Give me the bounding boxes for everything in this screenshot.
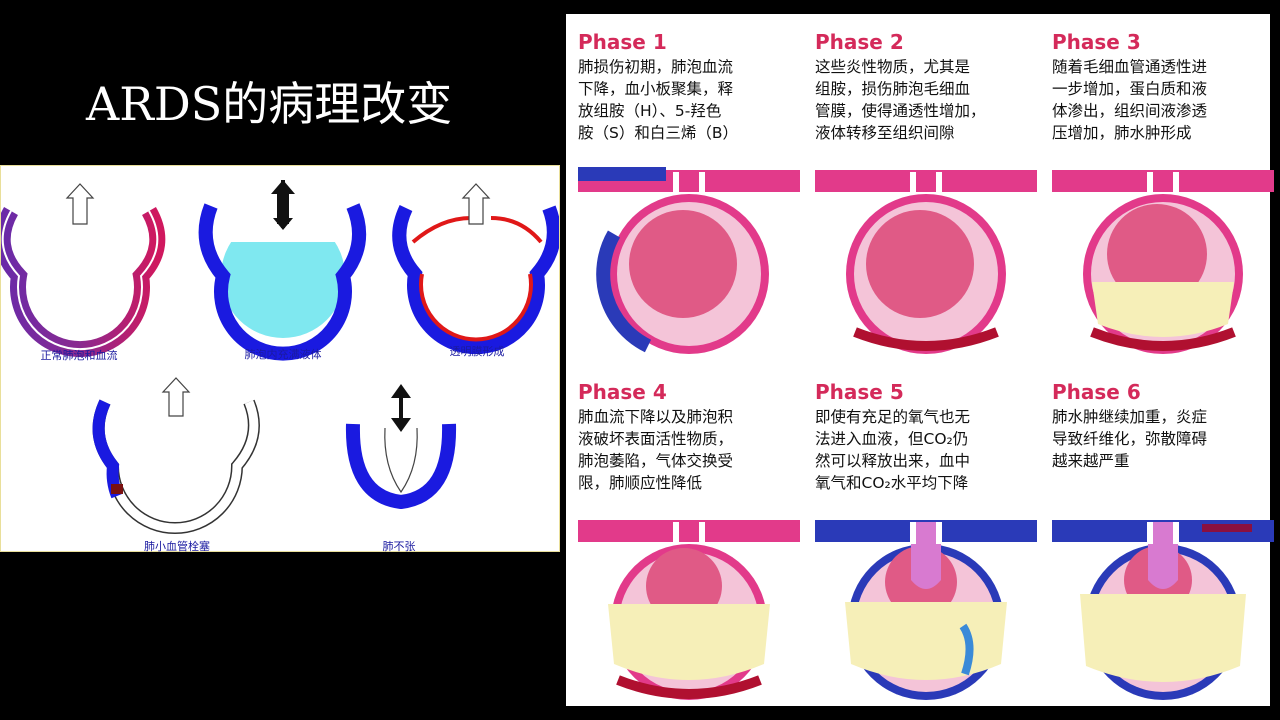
ards-phases-panel: Phase 1 肺损伤初期，肺泡血流 下降，血小板聚集，释 放组胺（H）、5-羟… [566,14,1274,706]
diagram-atelectasis [345,384,457,510]
phase-4-text: 肺血流下降以及肺泡积 液破坏表面活性物质， 肺泡萎陷，气体交换受 限，肺顺应性降… [578,408,734,492]
phase-1: Phase 1 肺损伤初期，肺泡血流 下降，血小板聚集，释 放组胺（H）、5-羟… [578,30,806,144]
phase-4-title: Phase 4 [578,380,667,404]
phase-1-title: Phase 1 [578,30,667,54]
phase-1-illustration [578,167,800,354]
alveolus-schematic-panel: 正常肺泡和血流 肺泡内充满液体 透明膜形成 肺小血管栓塞 肺不张 [0,165,560,553]
phase-2: Phase 2 这些炎性物质，尤其是 组胺，损伤肺泡毛细血 管膜，使得通透性增加… [815,30,1043,144]
caption-fluid-filled: 肺泡内充满液体 [244,348,322,361]
phase-3-text: 随着毛细血管通透性进 一步增加，蛋白质和液 体渗出，组织间液渗透 压增加，肺水肿… [1052,58,1208,142]
slide-title: ARDS的病理改变 [86,77,453,131]
caption-embolism: 肺小血管栓塞 [144,540,210,553]
caption-atelectasis: 肺不张 [382,540,416,553]
caption-normal: 正常肺泡和血流 [40,349,118,362]
caption-hyaline-membrane: 透明膜形成 [449,345,505,358]
phase-3-title: Phase 3 [1052,30,1141,54]
phase-6-illustration [1052,520,1274,700]
phase-5-text: 即使有充足的氧气也无 法进入血液，但CO₂仍 然可以释放出来，血中 氧气和CO₂… [815,408,971,492]
diagram-fluid-filled [198,180,366,361]
phase-2-title: Phase 2 [815,30,904,54]
phase-2-text: 这些炎性物质，尤其是 组胺，损伤肺泡毛细血 管膜，使得通透性增加， 液体转移至组… [815,58,986,142]
diagram-hyaline-membrane [392,183,559,355]
phase-4: Phase 4 肺血流下降以及肺泡积 液破坏表面活性物质， 肺泡萎陷，气体交换受… [578,380,806,494]
phase-5-title: Phase 5 [815,380,904,404]
phase-3-illustration [1052,170,1274,354]
alveolus-schematics [1,180,559,534]
phase-6-text: 肺水肿继续加重，炎症 导致纤维化，弥散障碍 越来越严重 [1052,408,1208,470]
diagram-vascular-embolism [92,377,260,534]
phase-5-illustration [815,520,1037,700]
diagram-normal-alveolus [1,183,166,358]
phase-5: Phase 5 即使有充足的氧气也无 法进入血液，但CO₂仍 然可以释放出来，血… [815,380,1043,494]
phase-6: Phase 6 肺水肿继续加重，炎症 导致纤维化，弥散障碍 越来越严重 [1052,380,1280,472]
phase-6-title: Phase 6 [1052,380,1141,404]
phase-2-illustration [815,170,1037,354]
phase-1-text: 肺损伤初期，肺泡血流 下降，血小板聚集，释 放组胺（H）、5-羟色 胺（S）和白… [578,58,738,142]
phase-3: Phase 3 随着毛细血管通透性进 一步增加，蛋白质和液 体渗出，组织间液渗透… [1052,30,1280,144]
phase-4-illustration [578,520,800,700]
